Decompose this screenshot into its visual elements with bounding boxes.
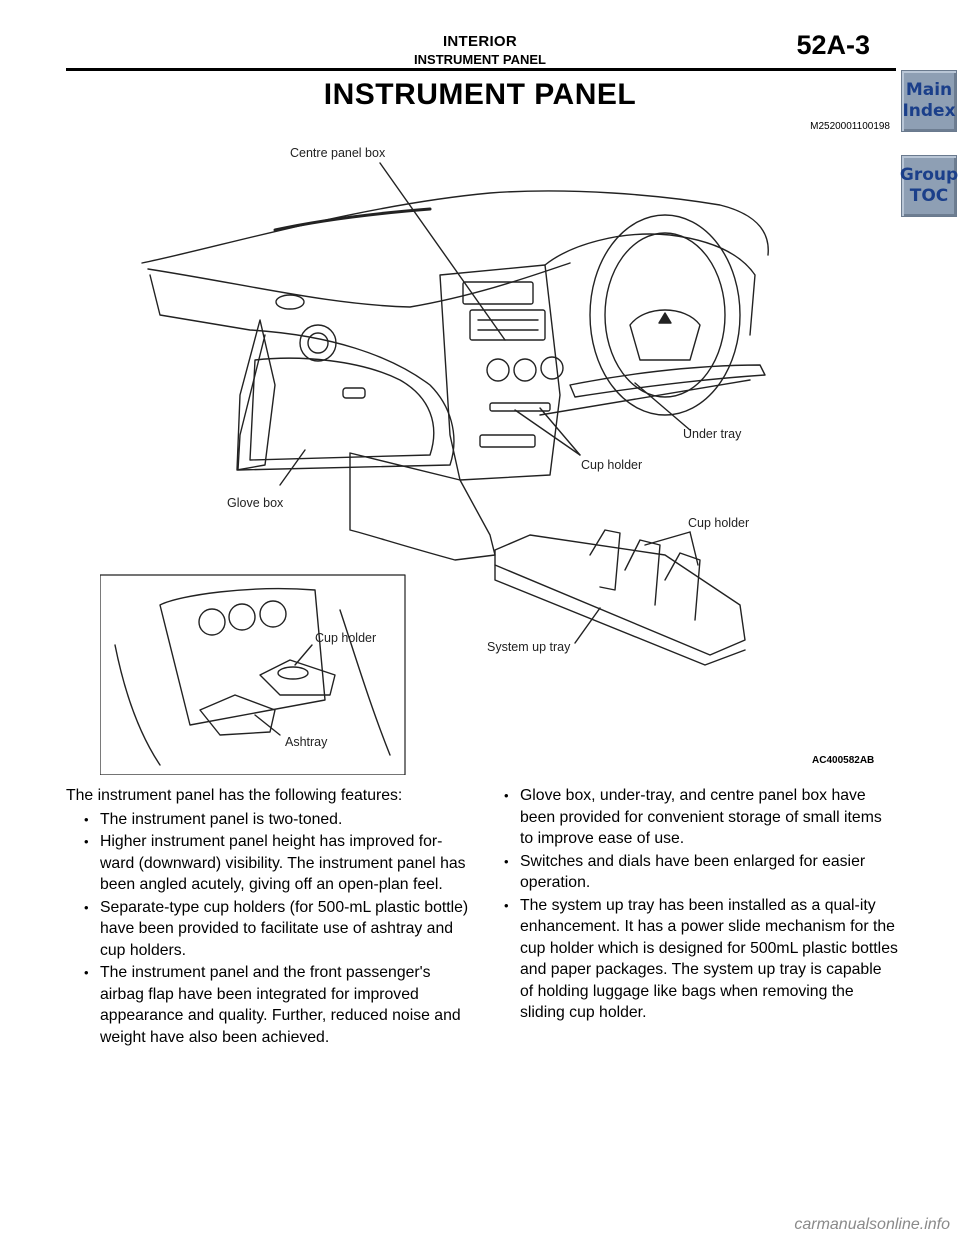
left-vent: [299, 324, 337, 362]
leader-system-up-tray: [574, 607, 601, 644]
leader-tray-cup-holder-a: [644, 531, 691, 546]
glove-box-handle: [342, 387, 366, 399]
list-item: Separate-type cup holders (for 500-mL pl…: [84, 897, 476, 962]
leader-glove-box: [279, 449, 306, 486]
group-toc-label: Group TOC: [899, 165, 959, 206]
inset-dial-2: [228, 603, 256, 631]
header-rule: [66, 68, 896, 71]
leader-ashtray: [254, 714, 281, 736]
centre-console: [349, 452, 496, 561]
main-index-label: Main Index: [902, 80, 956, 121]
under-tray: [569, 364, 766, 398]
side-vent: [275, 294, 305, 310]
leader-centre-panel-box: [379, 162, 506, 341]
leader-tray-cup-holder-b: [689, 531, 699, 566]
label-under-tray: Under tray: [683, 427, 742, 441]
group-toc-button[interactable]: Group TOC: [899, 155, 959, 217]
leader-cup-holder-a: [514, 409, 581, 456]
label-system-up-tray: System up tray: [487, 640, 571, 654]
climate-dial-right: [540, 356, 564, 380]
cup-holder-slot: [489, 402, 551, 412]
glove-box-outline: [249, 357, 435, 461]
figure-code: AC400582AB: [812, 755, 874, 766]
inset-frame: [100, 574, 406, 775]
label-inset-cup-holder: Cup holder: [315, 631, 376, 645]
list-item: The system up tray has been installed as…: [504, 895, 898, 1024]
document-code: M2520001100198: [810, 121, 890, 132]
list-item: The instrument panel is two-toned.: [84, 809, 476, 831]
left-side-panel: [236, 319, 276, 471]
steering-hub: [629, 309, 701, 361]
list-item: The instrument panel and the front passe…: [84, 962, 476, 1048]
tray-cup-holder-2: [624, 539, 661, 606]
leader-inset-cup-holder: [294, 644, 313, 666]
inset-dial-3: [259, 600, 287, 628]
leader-under-tray: [634, 382, 691, 431]
section-title: INTERIOR: [442, 33, 518, 50]
feature-list-left: The instrument panel is two-toned. Highe…: [66, 809, 476, 1049]
system-up-tray-outline: [494, 534, 746, 656]
tray-cup-holder-1: [589, 529, 621, 591]
audio-unit: [469, 309, 546, 341]
inset-console: [159, 588, 326, 726]
inset-cup-holder: [259, 659, 336, 696]
list-item: Switches and dials have been enlarged fo…: [504, 851, 898, 894]
label-glove-box: Glove box: [227, 496, 284, 510]
watermark: carmanualsonline.info: [794, 1216, 950, 1233]
climate-dial-left: [486, 358, 510, 382]
instrument-panel-figure: Centre panel box Under tray Cup holder G…: [100, 146, 874, 775]
body-column-right: Glove box, under-tray, and centre panel …: [498, 785, 898, 1025]
inset-dial-1: [198, 608, 226, 636]
feature-list-right: Glove box, under-tray, and centre panel …: [498, 785, 898, 1024]
inset-ashtray: [199, 694, 276, 736]
climate-dial-mid: [513, 358, 537, 382]
dashboard-top-edge: [147, 262, 571, 308]
tray-cup-holder-3: [664, 552, 701, 621]
label-cup-holder-main: Cup holder: [581, 458, 642, 472]
subsection-title: INSTRUMENT PANEL: [414, 52, 546, 67]
steering-wheel: [589, 214, 741, 416]
page-number: 52A-3: [796, 30, 870, 60]
dashboard-left-face: [149, 274, 455, 471]
main-index-button[interactable]: Main Index: [901, 70, 957, 132]
dashboard-top-outline: [141, 190, 769, 264]
meter-hood: [544, 233, 756, 336]
centre-panel-box: [462, 281, 534, 305]
label-cup-holder-tray: Cup holder: [688, 516, 749, 530]
leader-cup-holder-b: [539, 407, 581, 456]
defroster-slot: [273, 207, 432, 232]
label-centre-panel-box: Centre panel box: [290, 146, 386, 160]
list-item: Higher instrument panel height has impro…: [84, 831, 476, 896]
ashtray-slot: [479, 434, 536, 448]
steering-logo: [658, 312, 672, 324]
body-column-left: The instrument panel has the following f…: [66, 785, 476, 1049]
page-title: INSTRUMENT PANEL: [323, 78, 637, 111]
list-item: Glove box, under-tray, and centre panel …: [504, 785, 898, 850]
intro-text: The instrument panel has the following f…: [66, 787, 403, 804]
label-ashtray: Ashtray: [285, 735, 328, 749]
